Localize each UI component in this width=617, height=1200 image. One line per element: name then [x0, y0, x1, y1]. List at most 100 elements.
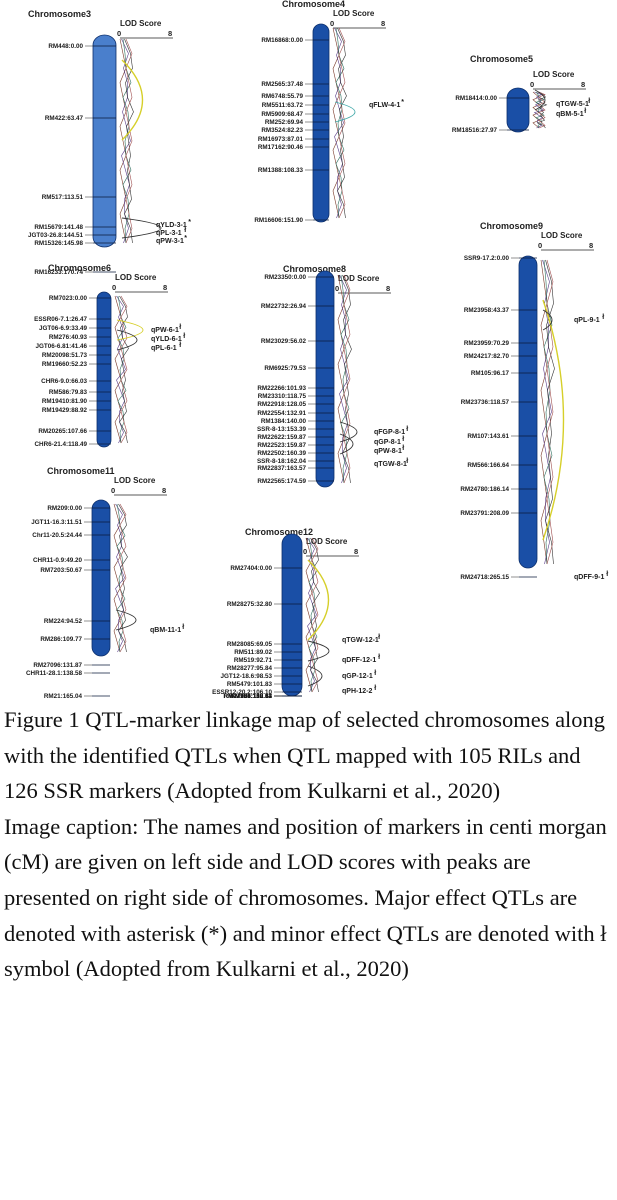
lod-axis-title: LOD Score [338, 274, 380, 283]
minor-qtl-marker: ł [183, 333, 185, 340]
figure-caption-text: Figure 1 QTL-marker linkage map of selec… [4, 707, 606, 804]
marker-label: RM252:69.94 [265, 119, 304, 126]
lod-trace [119, 38, 127, 244]
marker-label: RM1388:108.33 [258, 167, 304, 174]
marker-label: RM3524:82.23 [261, 127, 303, 134]
lod-trace [121, 38, 131, 244]
minor-qtl-marker: ł [179, 342, 181, 349]
major-qtl-marker: * [188, 219, 191, 226]
lod-tick-8: 8 [168, 29, 172, 38]
marker-label: Chr11-20.5:24.44 [32, 532, 82, 539]
lod-peak-curve [307, 559, 330, 641]
marker-label: RM15679:141.48 [34, 224, 83, 231]
lod-axis-title: LOD Score [333, 9, 375, 18]
marker-label: RM276:40.93 [49, 334, 88, 341]
chromosome-title: Chromosome4 [282, 0, 345, 9]
chromosome-title: Chromosome6 [48, 263, 111, 273]
minor-qtl-marker: ł [378, 634, 380, 641]
lod-axis-title: LOD Score [115, 273, 157, 282]
minor-qtl-marker: ł [179, 324, 181, 331]
lod-trace [311, 537, 319, 693]
chromosome-title: Chromosome3 [28, 9, 91, 19]
lod-trace [543, 259, 553, 565]
lod-peak [542, 309, 553, 331]
figure-caption: Figure 1 QTL-marker linkage map of selec… [4, 702, 612, 987]
marker-label: RM586:79.83 [49, 389, 88, 396]
lod-peak-curve [542, 299, 565, 541]
marker-label: RM22837:163.57 [257, 465, 306, 472]
chromosome-title: Chromosome8 [283, 264, 346, 274]
lod-trace [337, 274, 345, 484]
chromosome-bar [281, 533, 303, 697]
marker-label: RM20265:107.66 [38, 428, 87, 435]
lod-trace [116, 503, 126, 653]
marker-label: RM22523:159.87 [257, 442, 306, 449]
lod-tick-8: 8 [581, 80, 585, 89]
chromosome-title: Chromosome5 [470, 54, 533, 64]
marker-label: RM105:96.17 [471, 370, 510, 377]
marker-label: RM23310:118.75 [258, 393, 307, 400]
lod-peak [307, 665, 323, 687]
lod-axis-title: LOD Score [120, 19, 162, 28]
lod-trace [118, 503, 128, 653]
marker-label: RM107:143.61 [467, 433, 509, 440]
lod-trace [532, 91, 540, 129]
lod-trace [538, 91, 546, 129]
lod-tick-8: 8 [386, 284, 390, 293]
marker-label: RM448:0.00 [48, 43, 83, 50]
minor-qtl-marker: ł [588, 98, 590, 105]
lod-peak [116, 319, 144, 341]
marker-label: RM27404:0.00 [230, 565, 272, 572]
marker-label: RM2565:37.48 [261, 81, 303, 88]
chromosome-bar [518, 255, 538, 569]
minor-qtl-marker: ł [184, 227, 186, 234]
minor-qtl-marker: ł [402, 445, 404, 452]
marker-label: RM6748:55.79 [261, 93, 303, 100]
chromosome-title: Chromosome9 [480, 221, 543, 231]
marker-label: RM517:113.51 [42, 194, 84, 201]
lod-trace [533, 91, 545, 129]
lod-tick-8: 8 [589, 241, 593, 250]
marker-label: JGT12-18.6:98.53 [221, 673, 273, 680]
lod-axis-title: LOD Score [306, 537, 348, 546]
qtl-label: qPL-6-1 [151, 345, 177, 352]
marker-label: RM5511:63.72 [262, 102, 304, 109]
marker-label: RM6925:79.53 [264, 365, 306, 372]
lod-tick-0: 0 [538, 241, 542, 250]
marker-label: CHR11-0.9:49.20 [33, 557, 83, 564]
minor-qtl-marker: ł [374, 670, 376, 677]
marker-label: RM16973:87.01 [258, 136, 304, 143]
lod-trace [546, 259, 554, 565]
marker-label: RM19410:81.90 [42, 398, 88, 405]
qtl-label: qDFF-12-1 [342, 657, 376, 664]
marker-label: RM422:63.47 [45, 115, 84, 122]
chromosome-bar [92, 34, 117, 248]
lod-axis-title: LOD Score [114, 476, 156, 485]
lod-trace [122, 38, 132, 244]
marker-label: RM1384:140.00 [261, 418, 307, 425]
lod-trace [120, 295, 128, 444]
lod-trace [113, 503, 121, 653]
lod-trace [117, 295, 127, 444]
image-caption-text: Image caption: The names and position of… [4, 813, 607, 982]
marker-label: RM566:166.64 [467, 462, 509, 469]
marker-label: RM23350:0.00 [264, 274, 306, 281]
lod-trace [124, 38, 134, 244]
minor-qtl-marker: ł [182, 624, 184, 631]
lod-trace [338, 27, 346, 219]
marker-label: RM519:92.71 [234, 657, 273, 664]
qtl-label: qBM-11-1 [150, 627, 181, 634]
marker-label: RM28275:32.80 [227, 601, 273, 608]
lod-tick-8: 8 [354, 547, 358, 556]
marker-label: RM22502:160.39 [257, 450, 306, 457]
chromosome-bar [315, 270, 335, 488]
marker-label: RM22554:132.91 [257, 410, 306, 417]
lod-trace [337, 27, 347, 219]
qtl-label: qYLD-3-1 [156, 222, 187, 229]
marker-label: RM22622:159.87 [257, 434, 306, 441]
lod-tick-0: 0 [330, 19, 334, 28]
marker-label: RM24780:186.14 [460, 486, 509, 493]
